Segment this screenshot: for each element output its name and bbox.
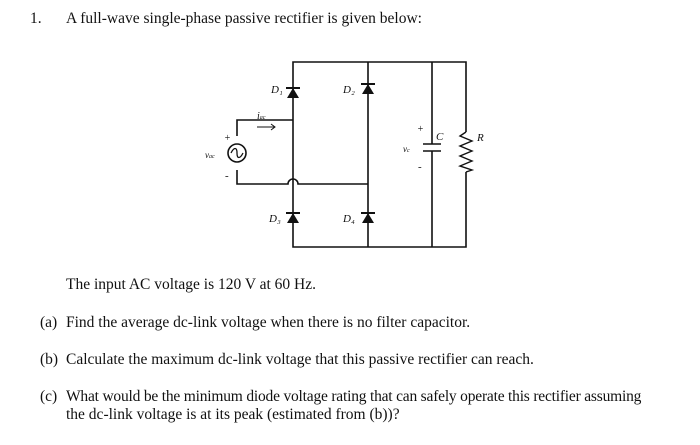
- source-wires: [236, 119, 368, 185]
- source-voltage-label: vac: [205, 150, 215, 160]
- capacitor-label: C: [436, 131, 444, 143]
- diode-d3-label: D₃: [268, 213, 281, 225]
- cap-minus-sign: -: [418, 161, 422, 173]
- source-minus-sign: -: [225, 170, 229, 182]
- part-b-label: (b): [40, 351, 59, 368]
- diode-d2-icon: [361, 83, 375, 94]
- cap-plus-sign: +: [417, 124, 424, 135]
- diode-d2-label: D₂: [342, 84, 355, 96]
- part-a-text: Find the average dc-link voltage when th…: [66, 314, 471, 331]
- diode-d4-icon: [361, 212, 375, 223]
- resistor-icon: [458, 131, 475, 173]
- current-arrow-icon: [257, 123, 276, 131]
- part-c-label: (c): [40, 388, 58, 405]
- cap-voltage-label: vc: [403, 144, 410, 154]
- part-c-text-line2: the dc-link voltage is at its peak (esti…: [66, 406, 400, 423]
- part-b-text: Calculate the maximum dc-link voltage th…: [66, 351, 534, 368]
- part-a-label: (a): [40, 314, 58, 331]
- bridge-wires: [292, 61, 467, 248]
- current-label: iac: [257, 111, 266, 122]
- resistor-label: R: [476, 132, 484, 144]
- diode-d1-icon: [286, 87, 300, 98]
- source-plus-sign: +: [224, 133, 231, 144]
- given-statement: The input AC voltage is 120 V at 60 Hz.: [66, 276, 316, 293]
- problem-title: A full-wave single-phase passive rectifi…: [66, 10, 422, 27]
- problem-number: 1.: [30, 10, 42, 27]
- diode-d1-label: D₁: [270, 84, 283, 96]
- diode-d4-label: D₄: [342, 213, 355, 225]
- diode-d3-icon: [286, 212, 300, 223]
- part-c-text: What would be the minimum diode voltage …: [66, 388, 642, 405]
- capacitor-icon: [423, 143, 441, 152]
